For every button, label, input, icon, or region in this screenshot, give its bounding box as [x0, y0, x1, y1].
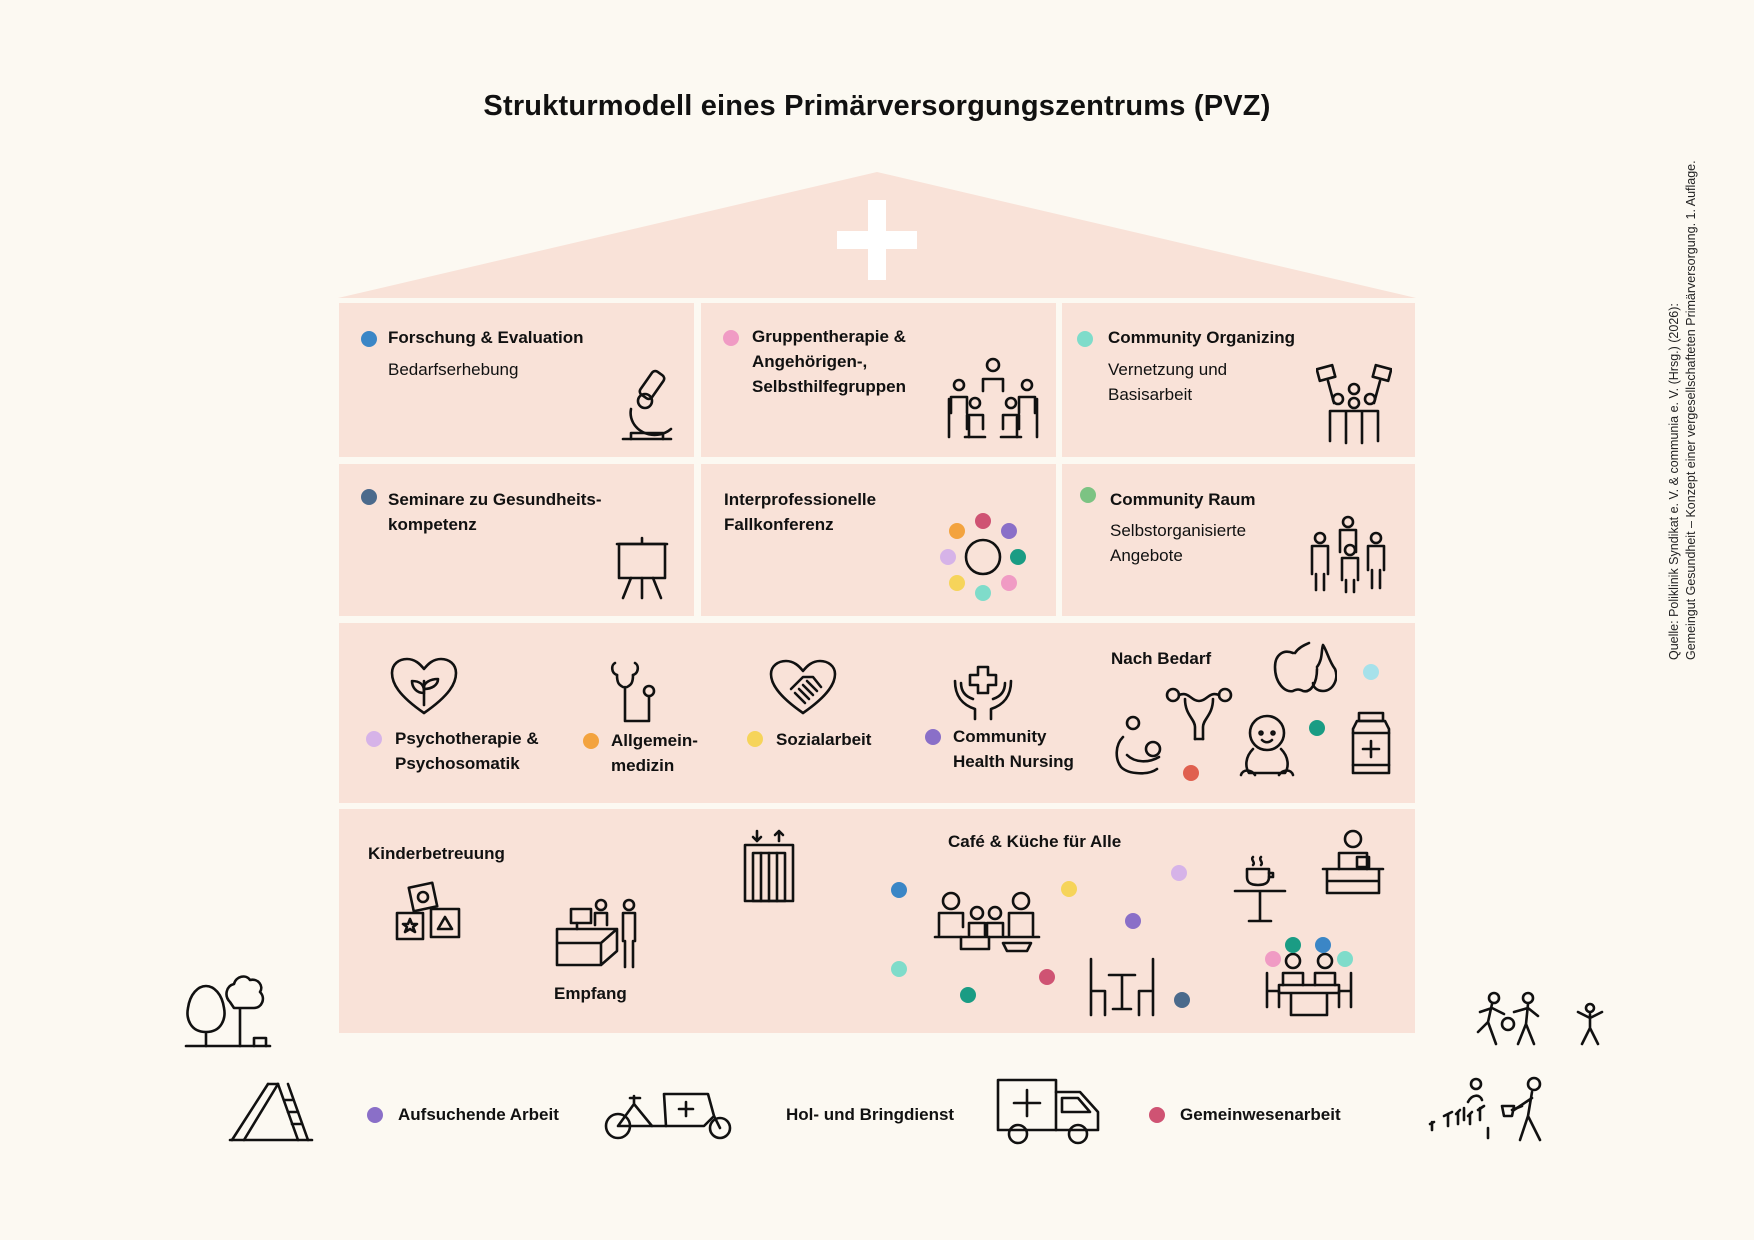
cell-gruppentherapie: Gruppentherapie & Angehörigen-, Selbsthi… [701, 303, 1056, 457]
trees-icon [184, 975, 272, 1048]
round-table-icon [940, 513, 1026, 601]
cell-erdgeschoss: Kinderbetreuung Empfang Café & Küche für… [339, 809, 1415, 1033]
seminare-line-2: kompetenz [388, 515, 477, 534]
raum-title: Community Raum [1110, 490, 1256, 509]
elevator-icon [743, 829, 795, 903]
medical-cross-icon [837, 200, 917, 280]
cargo-bike-icon [604, 1092, 732, 1140]
raum-sub-2: Angebote [1110, 546, 1183, 565]
gruppen-line-3: Selbsthilfegruppen [752, 377, 906, 396]
organizing-sub-2: Basisarbeit [1108, 385, 1193, 404]
cell-community-organizing: Community Organizing Vernetzung und Basi… [1062, 303, 1415, 457]
barista-icon [1321, 829, 1385, 895]
playing-people-icon [1476, 991, 1540, 1046]
cafe-title: Café & Küche für Alle [948, 832, 1122, 851]
cell-fallkonferenz: Interprofessionelle Fallkonferenz [701, 464, 1056, 616]
ambulance-icon [996, 1078, 1100, 1145]
source-line-1: Quelle: Poliklinik Syndikat e. V. & comm… [1667, 303, 1681, 660]
organizing-sub-1: Vernetzung und [1108, 360, 1228, 379]
breastfeeding-icon [1115, 715, 1162, 775]
gemeinwesen-title: Gemeinwesenarbeit [1180, 1105, 1341, 1124]
kinder-title: Kinderbetreuung [368, 844, 505, 863]
empfang-title: Empfang [554, 984, 627, 1003]
heart-leaf-icon [390, 657, 458, 715]
cell-seminare: Seminare zu Gesundheits- kompetenz [339, 464, 694, 616]
gardening-icon [1428, 1076, 1542, 1142]
microscope-icon [621, 369, 673, 441]
medicine-bottle-icon [1351, 711, 1391, 775]
bullet-dot [583, 733, 599, 749]
raum-sub-1: Selbstorganisierte [1110, 521, 1247, 540]
organizing-title: Community Organizing [1108, 328, 1295, 347]
bullet-dot [891, 882, 907, 898]
bullet-dot [361, 331, 377, 347]
reception-desk-icon [555, 898, 637, 969]
easel-icon [615, 536, 669, 600]
source-note: Quelle: Poliklinik Syndikat e. V. & comm… [1666, 100, 1706, 660]
table-chairs-icon [1089, 957, 1155, 1017]
cell-forschung: Forschung & Evaluation Bedarfserhebung [339, 303, 694, 457]
bullet-dot [960, 987, 976, 1003]
cell-fachbereiche: Psychotherapie & Psychosomatik Allgemein… [339, 623, 1415, 803]
bullet-dot [723, 330, 739, 346]
bullet-dot [1363, 664, 1379, 680]
fruit-icon [1273, 641, 1337, 693]
allgemein-line-2: medizin [611, 756, 675, 775]
psycho-line-2: Psychosomatik [395, 754, 520, 773]
bullet-dot [1125, 913, 1141, 929]
gruppen-line-1: Gruppentherapie & [752, 327, 906, 346]
cell-community-raum: Community Raum Selbstorganisierte Angebo… [1062, 464, 1415, 616]
heart-handshake-icon [769, 659, 837, 715]
cafe-table-icon [1233, 855, 1287, 923]
sozial-title: Sozialarbeit [776, 730, 872, 749]
bullet-dot [1039, 969, 1055, 985]
hands-cross-icon [953, 665, 1013, 721]
bullet-dot [1080, 487, 1096, 503]
nursing-line-1: Community [953, 727, 1047, 746]
stethoscope-icon [610, 661, 656, 723]
toy-blocks-icon [395, 881, 461, 941]
bullet-dot [366, 731, 382, 747]
psycho-line-1: Psychotherapie & [395, 729, 539, 748]
nursing-line-2: Health Nursing [953, 752, 1074, 771]
bullet-dot [1171, 865, 1187, 881]
forschung-subtitle: Bedarfserhebung [388, 360, 519, 379]
forschung-title: Forschung & Evaluation [388, 328, 584, 347]
allgemein-line-1: Allgemein- [611, 731, 698, 750]
group-therapy-icon [947, 357, 1039, 439]
bullet-dot [747, 731, 763, 747]
fallkonferenz-line-1: Interprofessionelle [724, 490, 877, 509]
bullet-dot [367, 1107, 383, 1123]
bullet-dot [361, 489, 377, 505]
slide-icon [228, 1082, 314, 1142]
bullet-dot [1149, 1107, 1165, 1123]
bullet-dot [891, 961, 907, 977]
dining-group-icon [1265, 937, 1353, 1017]
house-roof [338, 172, 1416, 298]
child-icon [1576, 1002, 1604, 1046]
fallkonferenz-line-2: Fallkonferenz [724, 515, 834, 534]
cooking-group-icon [933, 891, 1041, 953]
protest-group-icon [1316, 363, 1392, 445]
uterus-icon [1165, 687, 1233, 741]
bullet-dot [1309, 720, 1325, 736]
people-group-icon [1310, 515, 1386, 594]
bedarf-title: Nach Bedarf [1111, 649, 1212, 668]
bullet-dot [925, 729, 941, 745]
gruppen-line-2: Angehörigen-, [752, 352, 868, 371]
baby-icon [1239, 714, 1295, 777]
bullet-dot [1077, 331, 1093, 347]
page-title: Strukturmodell eines Primärversorgungsze… [483, 90, 1271, 122]
bullet-dot [1061, 881, 1077, 897]
seminare-line-1: Seminare zu Gesundheits- [388, 490, 602, 509]
aufsuchend-title: Aufsuchende Arbeit [398, 1105, 559, 1124]
bullet-dot [1174, 992, 1190, 1008]
source-line-2: Gemeingut Gesundheit – Konzept einer ver… [1684, 160, 1698, 660]
bullet-dot [1183, 765, 1199, 781]
holbring-title: Hol- und Bringdienst [786, 1105, 955, 1124]
